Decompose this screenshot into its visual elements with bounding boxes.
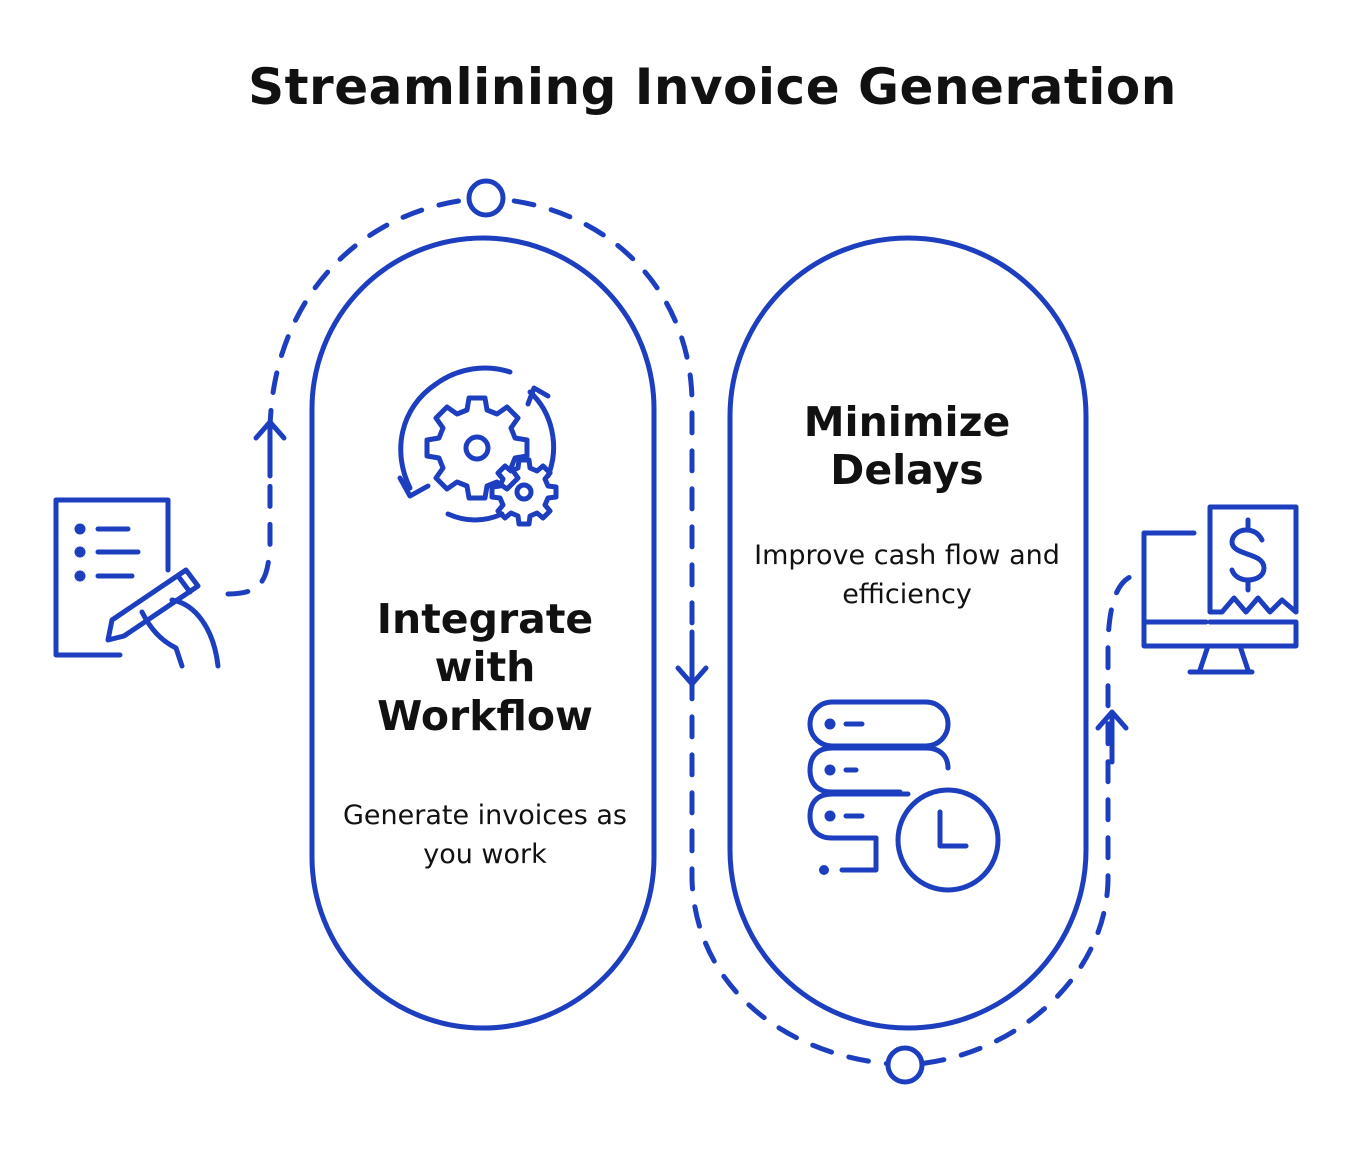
- path-node-bottom: [885, 1045, 925, 1085]
- stage-1-description: Generate invoices as you work: [342, 800, 627, 871]
- stage-1-title: Integrate with Workflow: [376, 595, 594, 740]
- arrow-down-middle: [675, 629, 709, 687]
- stage-1-capsule: [309, 235, 657, 1031]
- monitor-invoice-icon: [1141, 504, 1299, 675]
- stage-2-title: Minimize Delays: [803, 398, 1011, 495]
- path-node-top: [466, 178, 506, 218]
- stage-2-capsule: [727, 235, 1089, 1031]
- diagram-title: Streamlining Invoice Generation: [248, 58, 1177, 116]
- document-signing-icon: [53, 497, 221, 669]
- arrow-up-left: [253, 419, 287, 479]
- server-clock-icon: [807, 699, 1001, 893]
- arrow-up-right: [1095, 709, 1129, 765]
- flow-path-dashed: [225, 195, 1135, 1068]
- gears-cycle-icon: [397, 365, 559, 527]
- stage-2-description: Improve cash flow and efficiency: [754, 540, 1060, 611]
